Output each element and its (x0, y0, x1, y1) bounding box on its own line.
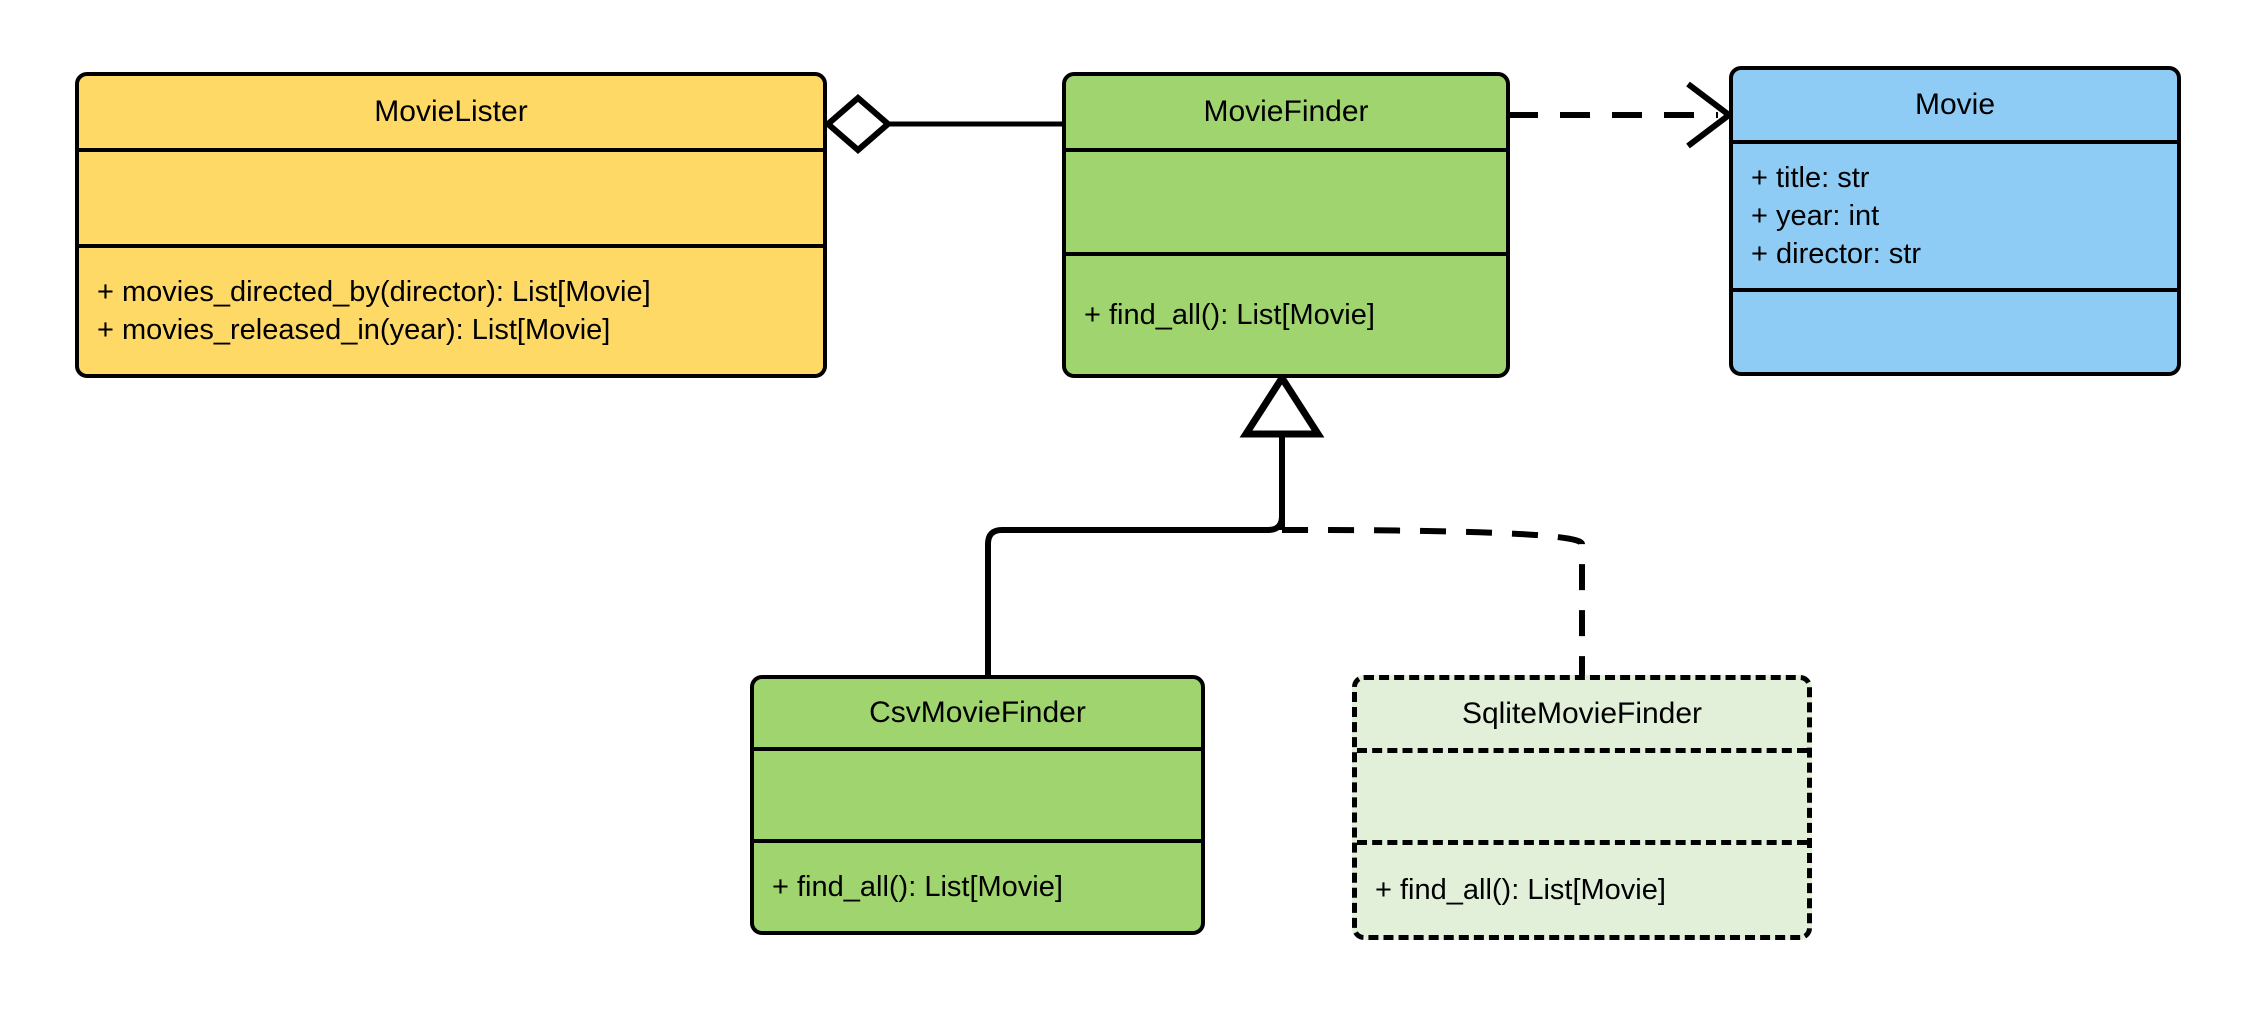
class-name-label: SqliteMovieFinder (1461, 696, 1703, 730)
connector-generalization-trunk (1239, 371, 1325, 530)
methods-compartment: + find_all(): List[Movie] (754, 839, 1201, 931)
class-name-compartment: MovieLister (79, 76, 823, 148)
method-item: + movies_directed_by(director): List[Mov… (97, 275, 651, 308)
class-name-compartment: CsvMovieFinder (754, 679, 1201, 747)
attributes-compartment (1357, 748, 1807, 840)
attributes-compartment (1066, 148, 1506, 252)
class-name-compartment: MovieFinder (1066, 76, 1506, 148)
attribute-item: + year: int (1751, 199, 1880, 232)
class-box-sqlite-movie-finder[interactable]: SqliteMovieFinder + find_all(): List[Mov… (1352, 675, 1812, 940)
attribute-item: + director: str (1751, 238, 1922, 271)
methods-compartment: + find_all(): List[Movie] (1066, 252, 1506, 374)
methods-list: + find_all(): List[Movie] (1066, 296, 1506, 334)
method-item: + movies_released_in(year): List[Movie] (97, 314, 611, 346)
methods-list: + find_all(): List[Movie] (1357, 871, 1807, 909)
hollow-triangle-icon (1239, 371, 1325, 438)
generalization-csv-line (985, 515, 1285, 675)
methods-list: + find_all(): List[Movie] (754, 868, 1201, 906)
class-name-label: Movie (1914, 87, 1996, 121)
connector-generalization-csv (985, 515, 1285, 675)
connector-generalization-sqlite (1282, 527, 1585, 675)
open-arrowhead-icon (1686, 81, 1734, 149)
generalization-sqlite-line (1282, 527, 1585, 675)
class-name-label: MovieFinder (1203, 94, 1369, 128)
class-name-label: MovieLister (374, 94, 528, 128)
attributes-compartment: + title: str + year: int + director: str (1733, 140, 2177, 288)
method-item: + find_all(): List[Movie] (1375, 873, 1666, 906)
hollow-diamond-icon (823, 94, 893, 154)
attribute-item: + title: str (1751, 161, 1870, 194)
class-name-compartment: Movie (1733, 70, 2177, 140)
class-box-movie-lister[interactable]: MovieLister + movies_directed_by(directo… (75, 72, 827, 378)
method-item: + find_all(): List[Movie] (772, 870, 1063, 903)
methods-compartment: + movies_directed_by(director): List[Mov… (79, 244, 823, 374)
methods-list: + movies_directed_by(director): List[Mov… (79, 273, 823, 350)
class-box-movie[interactable]: Movie + title: str + year: int + directo… (1729, 66, 2181, 376)
class-box-movie-finder[interactable]: MovieFinder + find_all(): List[Movie] (1062, 72, 1510, 378)
methods-compartment: + find_all(): List[Movie] (1357, 840, 1807, 935)
attributes-compartment (79, 148, 823, 244)
class-box-csv-movie-finder[interactable]: CsvMovieFinder + find_all(): List[Movie] (750, 675, 1205, 935)
class-name-label: CsvMovieFinder (869, 695, 1086, 729)
class-name-compartment: SqliteMovieFinder (1357, 680, 1807, 748)
methods-compartment (1733, 288, 2177, 372)
connector-aggregation-lister-finder (823, 94, 1062, 154)
attributes-compartment (754, 747, 1201, 839)
connector-dependency-finder-movie (1508, 81, 1734, 149)
method-item: + find_all(): List[Movie] (1084, 298, 1375, 331)
attributes-list: + title: str + year: int + director: str (1733, 159, 2177, 274)
